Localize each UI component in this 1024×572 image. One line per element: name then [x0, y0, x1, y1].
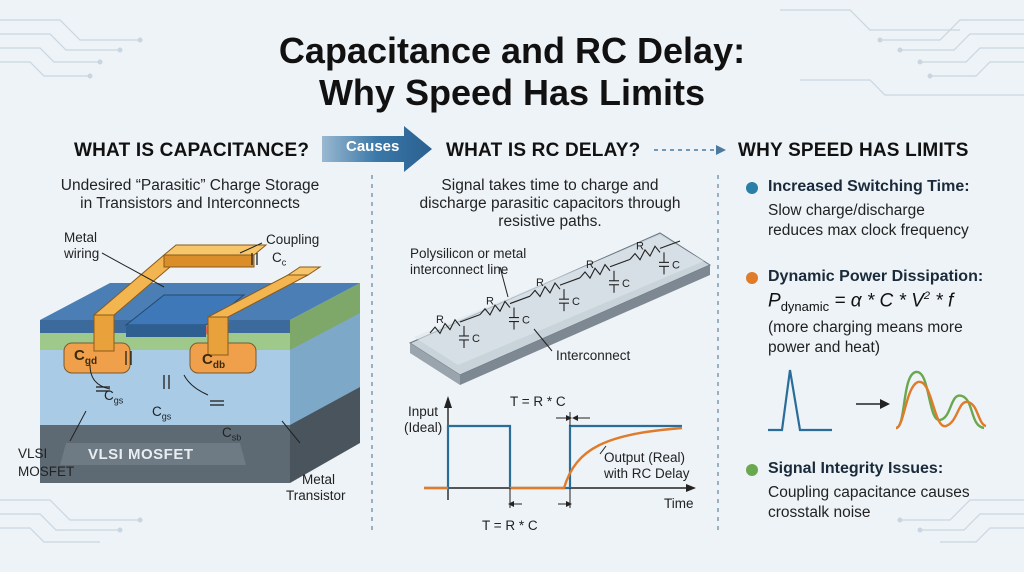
metal-bar-right-vert: [207, 316, 229, 356]
bullet-2-line-2: power and heat): [768, 339, 881, 356]
wave-tau-bottom: T = R * C: [482, 518, 538, 533]
rc-network: R C R C R C R C R C: [429, 240, 681, 348]
causes-arrow-icon: [322, 126, 432, 172]
label-metal-wiring-1: Metal: [64, 230, 98, 245]
bullet-3-line-1: Coupling capacitance causes: [768, 484, 970, 501]
interconnect-side: [460, 265, 710, 385]
capacitor-label: C: [472, 333, 480, 345]
label-cgs-mid: Cgs: [152, 404, 172, 422]
label-metal-wiring-2: wiring: [64, 246, 100, 261]
causes-label: Causes: [346, 138, 400, 155]
label-metal-transistor-1: Metal: [302, 472, 336, 487]
label-coupling: Coupling: [266, 232, 320, 247]
output-real-wave: [424, 426, 683, 490]
label-cc: Cc: [272, 250, 287, 268]
bullet-2-line-1: (more charging means more: [768, 319, 963, 336]
bullet-1-dot: [746, 182, 758, 194]
resistor-symbol: [629, 245, 661, 261]
capacitor-label: C: [672, 259, 680, 271]
bullet-3-line-2: crosstalk noise: [768, 504, 871, 521]
resistor-label: R: [636, 240, 644, 252]
bullet-1-line-2: reduces max clock frequency: [768, 222, 969, 239]
label-vlsi-1: VLSI: [18, 446, 48, 461]
resistor-symbol: [579, 263, 611, 280]
page-title-line-1: Capacitance and RC Delay:: [278, 30, 746, 71]
interconnect-illustration: R C R C R C R C R C: [408, 232, 712, 385]
resistor-label: R: [536, 277, 544, 289]
wave-input-1: Input: [408, 404, 439, 419]
label-cgs-left: Cgs: [104, 388, 124, 406]
mosfet-illustration: [40, 242, 360, 483]
metal-bar-crossbar: [162, 244, 268, 256]
dashed-arrow-icon: [654, 145, 726, 155]
metal-bar-crossbar-front: [163, 254, 255, 268]
metal-bar-left-vert: [93, 314, 115, 352]
label-vlsi-2: MOSFET: [18, 464, 75, 479]
resistor-label: R: [486, 296, 494, 308]
page-title-line-2: Why Speed Has Limits: [318, 72, 706, 113]
panel2-subtitle-line-1: Signal takes time to charge and: [441, 177, 659, 194]
capacitor-label: C: [622, 278, 630, 290]
panel2-subtitle-line-2: discharge parasitic capacitors through: [419, 195, 681, 212]
bullet-1-title: Increased Switching Time:: [768, 178, 970, 195]
panel1-subtitle-line-2: in Transistors and Interconnects: [80, 195, 300, 212]
panel2-subtitle-line-3: resistive paths.: [498, 213, 602, 230]
label-cgd: Cgd: [74, 347, 98, 367]
interconnect-glass: [414, 235, 704, 365]
interconnect-front: [410, 343, 460, 385]
bullet-2-title: Dynamic Power Dissipation:: [768, 268, 984, 285]
panel1-subtitle-line-1: Undesired “Parasitic” Charge Storage: [60, 177, 320, 194]
resistor-symbol: [429, 318, 461, 335]
bullet-3-dot: [746, 464, 758, 476]
wave-time: Time: [664, 496, 694, 511]
label-interconnect: Interconnect: [556, 348, 631, 363]
panel2-heading: WHAT IS RC DELAY?: [446, 140, 641, 161]
resistor-symbol: [529, 281, 561, 298]
well-side: [290, 283, 360, 350]
gate-poly-front: [126, 325, 206, 337]
capacitor-label: C: [522, 315, 530, 327]
bullet-3-title: Signal Integrity Issues:: [768, 460, 944, 477]
label-plate: [60, 443, 246, 465]
wave-input-2: (Ideal): [404, 420, 443, 435]
label-poly-2: interconnect line: [410, 262, 509, 277]
bullet-2-dot: [746, 272, 758, 284]
capacitor-label: C: [572, 296, 580, 308]
label-csb: Csb: [222, 425, 242, 443]
label-vlsi-mosfet-block: VLSI MOSFET: [88, 446, 194, 463]
crosstalk-signal-graphic: [768, 369, 987, 432]
wave-output-1: Output (Real): [604, 450, 686, 465]
dynamic-power-formula: Pdynamic = α * C * V2 * f: [768, 290, 954, 315]
metal-bar-right-cap: [286, 266, 322, 276]
bullet-1-line-1: Slow charge/discharge: [768, 202, 925, 219]
label-metal-transistor-2: Transistor: [286, 488, 346, 503]
resistor-symbol: [479, 300, 511, 316]
label-poly-1: Polysilicon or metal: [410, 246, 527, 261]
panel3-heading: WHY SPEED HAS LIMITS: [738, 140, 969, 161]
panel1-heading: WHAT IS CAPACITANCE?: [74, 140, 310, 161]
rc-delay-waveform: [424, 396, 696, 508]
resistor-label: R: [586, 259, 594, 271]
label-cdb: Cdb: [202, 351, 226, 371]
wave-output-2: with RC Delay: [604, 466, 690, 481]
resistor-label: R: [436, 314, 444, 326]
wave-tau-top: T = R * C: [510, 394, 566, 409]
